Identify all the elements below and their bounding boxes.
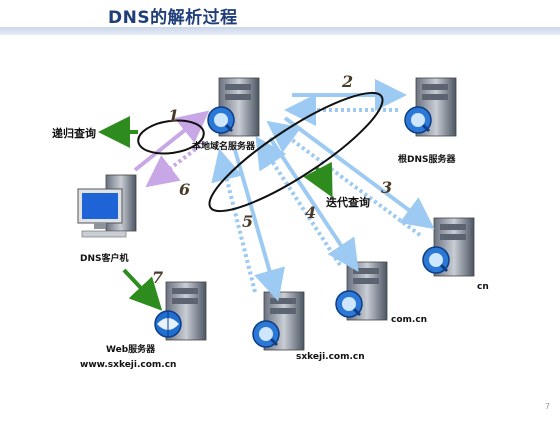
arrow-local-to-cn <box>283 116 435 230</box>
label-web-domain: www.sxkeji.com.cn <box>80 360 177 370</box>
arrow-client-to-local <box>133 110 210 172</box>
step-number-6: 6 <box>179 180 191 199</box>
label-recursive-query: 递归查询 <box>52 127 96 140</box>
step-number-4: 4 <box>305 203 317 222</box>
label-cn-server: cn <box>477 282 489 292</box>
slide-title: DNS的解析过程 <box>108 8 238 28</box>
arrow-local-to-sxkeji <box>233 149 285 302</box>
label-comcn-server: com.cn <box>391 315 428 325</box>
label-client: DNS客户机 <box>80 254 129 264</box>
cn-server-icon <box>422 217 475 277</box>
local-dns-server-icon <box>207 77 260 137</box>
step-number-1: 1 <box>168 106 180 125</box>
arrow-local-to-client <box>145 140 207 188</box>
step-number-2: 2 <box>342 72 354 91</box>
page-number: 7 <box>544 402 550 411</box>
label-root-dns: 根DNS服务器 <box>398 155 456 165</box>
sxkeji-server-icon <box>252 291 305 351</box>
label-local-dns: 本地域名服务器 <box>192 142 256 152</box>
step-number-3: 3 <box>381 178 393 197</box>
comcn-server-icon <box>335 261 388 321</box>
web-server-icon <box>154 281 207 341</box>
root-dns-server-icon <box>404 77 457 137</box>
client-computer-icon <box>77 174 137 238</box>
step-number-5: 5 <box>242 212 254 231</box>
label-iterative-query: 迭代查询 <box>326 196 370 209</box>
arrow-sxkeji-to-local <box>211 148 257 293</box>
arrow-client-to-web <box>122 268 163 311</box>
label-web-server: Web服务器 <box>106 345 156 355</box>
step-number-7: 7 <box>152 268 164 287</box>
iterative-ellipse <box>208 91 384 213</box>
recursive-ellipse <box>137 119 205 155</box>
label-sxkeji-server: sxkeji.com.cn <box>296 352 365 362</box>
title-bar <box>0 27 560 35</box>
arrow-iterative-label <box>303 161 333 198</box>
